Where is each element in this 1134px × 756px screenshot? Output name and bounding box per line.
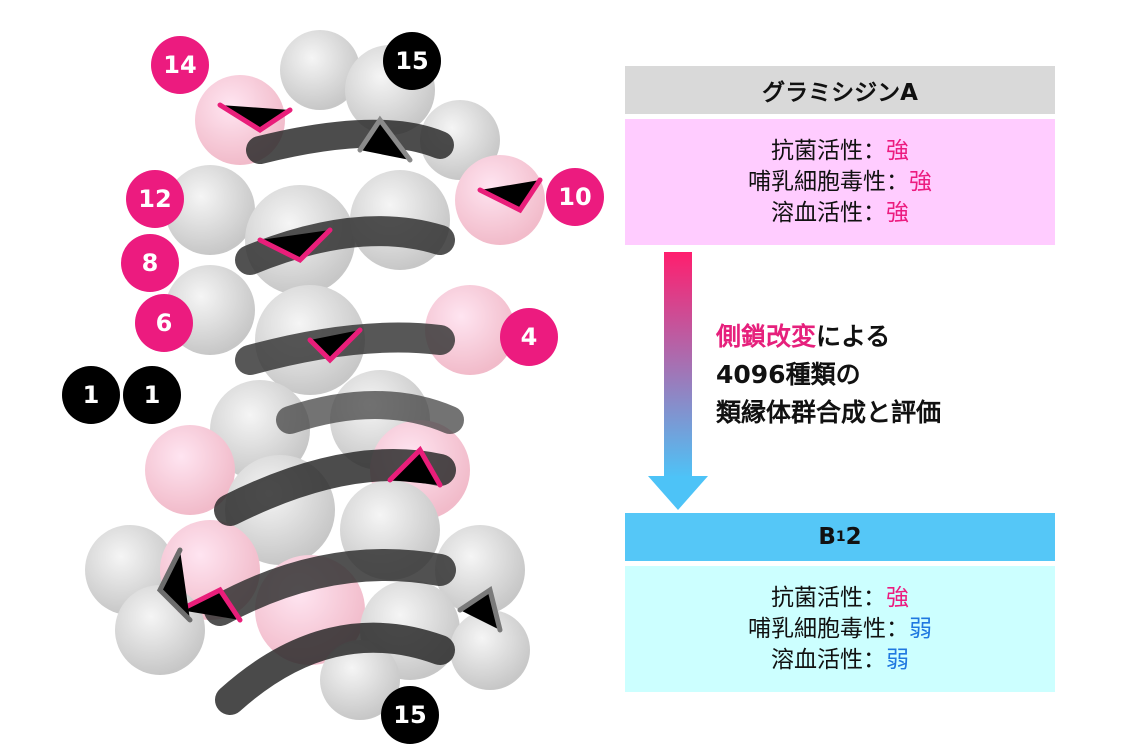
helix-molecule-illustration <box>85 30 545 720</box>
row-label: 溶血活性： <box>771 199 886 226</box>
row-label: 哺乳細胞毒性： <box>748 615 909 642</box>
row-value: 強 <box>886 137 909 164</box>
row-value: 強 <box>886 584 909 611</box>
row-label: 溶血活性： <box>771 646 886 673</box>
bottom-title-main: B <box>818 524 836 550</box>
residue-badge-15-top: 15 <box>383 32 441 90</box>
row-value: 強 <box>886 199 909 226</box>
residue-badge-8: 8 <box>121 234 179 292</box>
residue-badge-4: 4 <box>500 308 558 366</box>
synthesis-evaluation-text: 類縁体群合成と評価 <box>716 398 942 427</box>
bottom-row-mammalian-toxicity: 哺乳細胞毒性：弱 <box>748 614 932 645</box>
top-row-hemolytic: 溶血活性：強 <box>771 198 909 229</box>
residue-badge-10: 10 <box>546 168 604 226</box>
bottom-title-tail: 2 <box>845 524 862 550</box>
bottom-title-subscript: 1 <box>835 529 846 545</box>
residue-badge-1-right: 1 <box>123 366 181 424</box>
top-panel-title-text: グラミシジンA <box>762 80 918 106</box>
down-arrow-icon <box>648 252 708 510</box>
top-row-mammalian-toxicity: 哺乳細胞毒性：強 <box>748 167 932 198</box>
analog-count-text: 4096種類の <box>716 360 861 389</box>
row-value: 強 <box>909 168 932 195</box>
top-panel-body: 抗菌活性：強 哺乳細胞毒性：強 溶血活性：強 <box>625 119 1055 245</box>
residue-badge-12: 12 <box>126 170 184 228</box>
bottom-panel-body: 抗菌活性：強 哺乳細胞毒性：弱 溶血活性：弱 <box>625 566 1055 692</box>
residue-badge-1-left: 1 <box>62 366 120 424</box>
row-label: 抗菌活性： <box>771 137 886 164</box>
row-label: 抗菌活性： <box>771 584 886 611</box>
bottom-row-hemolytic: 溶血活性：弱 <box>771 645 909 676</box>
top-panel-title: グラミシジンA <box>625 66 1055 114</box>
top-row-antibacterial: 抗菌活性：強 <box>771 136 909 167</box>
residue-badge-15-bottom: 15 <box>381 686 439 744</box>
by-text: による <box>816 322 891 351</box>
row-value: 弱 <box>886 646 909 673</box>
row-value: 弱 <box>909 615 932 642</box>
row-label: 哺乳細胞毒性： <box>748 168 909 195</box>
side-chain-modification-text: 側鎖改変 <box>716 322 817 351</box>
synthesis-description: 側鎖改変による 4096種類の 類縁体群合成と評価 <box>716 318 941 432</box>
residue-badge-6: 6 <box>135 294 193 352</box>
residue-badge-14: 14 <box>151 36 209 94</box>
bottom-row-antibacterial: 抗菌活性：強 <box>771 583 909 614</box>
